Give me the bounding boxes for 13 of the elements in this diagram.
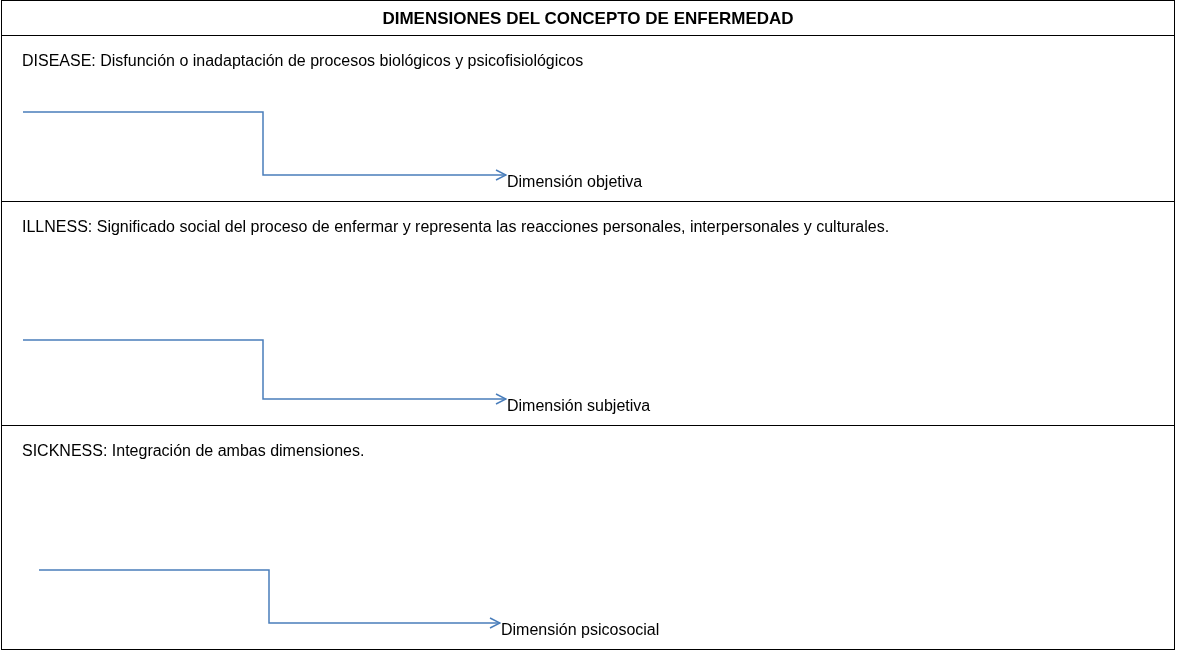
table-title: DIMENSIONES DEL CONCEPTO DE ENFERMEDAD [381,9,795,29]
dimension-label: Dimensión subjetiva [507,396,651,416]
definition-text: ILLNESS: Significado social del proceso de enfermar y representa las reacciones personales, interpersonales y culturales. [22,217,891,237]
dimension-label: Dimensión psicosocial [501,620,660,640]
table-row [1,202,1175,426]
definition-text: DISEASE: Disfunción o inadaptación de procesos biológicos y psicofisiológicos [22,51,585,71]
dimension-label: Dimensión objetiva [507,172,643,192]
table-row [1,426,1175,650]
arrow [38,569,501,629]
arrow [22,339,507,405]
table-row [1,36,1175,202]
definition-text: SICKNESS: Integración de ambas dimensiones. [22,441,366,461]
arrow [22,111,507,181]
